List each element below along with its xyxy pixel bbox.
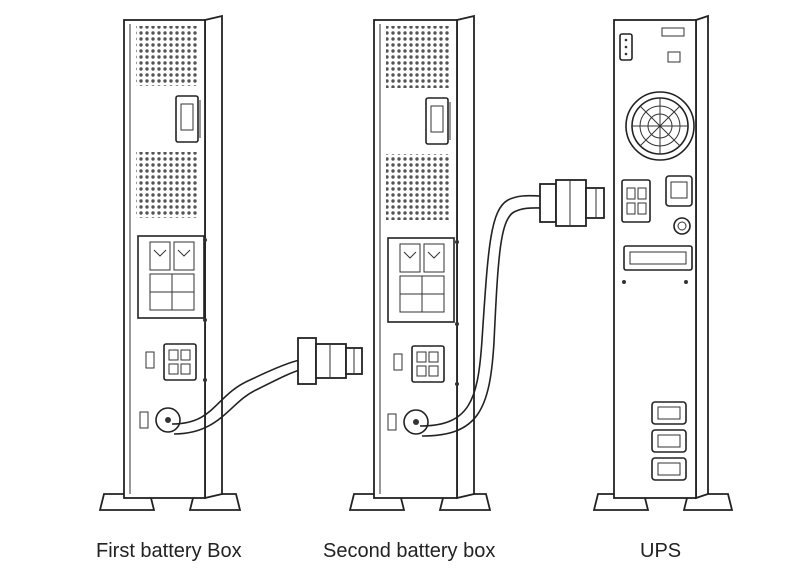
first-battery-box-label: First battery Box xyxy=(96,540,242,562)
first-battery-box xyxy=(98,14,242,511)
ups-unit xyxy=(592,14,734,511)
cable-second-to-ups xyxy=(419,179,605,437)
second-battery-box xyxy=(348,14,492,511)
ups-label: UPS xyxy=(640,540,682,562)
second-battery-box-label: Second battery box xyxy=(323,540,496,562)
cable-first-to-second xyxy=(171,337,363,435)
